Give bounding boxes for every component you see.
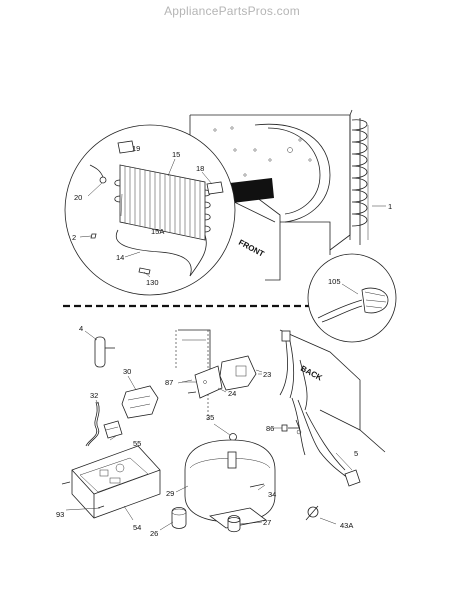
callout-14: 14 xyxy=(116,253,124,262)
callout-35: 35 xyxy=(206,413,214,422)
callout-54: 54 xyxy=(133,523,141,532)
callout-105: 105 xyxy=(328,277,341,286)
callout-2: 2 xyxy=(72,233,76,242)
part-54-drawing xyxy=(61,445,161,519)
callout-27: 27 xyxy=(263,518,271,527)
part-32-drawing xyxy=(85,401,100,447)
condenser-detail-circle xyxy=(64,124,236,296)
callout-24: 24 xyxy=(228,389,236,398)
part-30-drawing xyxy=(121,375,159,419)
watermark: AppliancePartsPros.com xyxy=(164,4,300,18)
callout-labels: 19 15 18 20 15A 2 14 130 1 105 4 30 87 2… xyxy=(56,144,392,538)
callout-86: 86 xyxy=(266,424,274,433)
callout-34: 34 xyxy=(268,490,276,499)
callout-19: 19 xyxy=(132,144,140,153)
callout-20: 20 xyxy=(74,193,82,202)
part-55-drawing xyxy=(103,420,123,439)
callout-87: 87 xyxy=(165,378,173,387)
callout-29: 29 xyxy=(166,489,174,498)
front-label: FRONT xyxy=(237,238,266,259)
cabinet-outline xyxy=(189,109,386,281)
callout-93: 93 xyxy=(56,510,64,519)
callout-30: 30 xyxy=(123,367,131,376)
callout-15: 15 xyxy=(172,150,180,159)
part-26-drawing xyxy=(171,507,187,529)
part-23-drawing xyxy=(219,355,263,391)
callout-15a: 15A xyxy=(151,227,164,236)
callout-1: 1 xyxy=(388,202,392,211)
callout-5: 5 xyxy=(354,449,358,458)
part-105-detail-circle xyxy=(307,253,397,343)
callout-130: 130 xyxy=(146,278,159,287)
leader-lines xyxy=(95,373,353,531)
callout-55: 55 xyxy=(133,439,141,448)
callout-23: 23 xyxy=(263,370,271,379)
callout-43a: 43A xyxy=(340,521,353,530)
callout-4: 4 xyxy=(79,324,83,333)
wire-harness xyxy=(279,330,361,487)
part-27-drawing xyxy=(227,515,263,533)
part-86-drawing xyxy=(281,424,300,432)
part-4-drawing xyxy=(84,330,115,368)
part-43a-drawing xyxy=(305,505,337,525)
part-24-drawing xyxy=(177,365,223,399)
callout-32: 32 xyxy=(90,391,98,400)
callout-26: 26 xyxy=(150,529,158,538)
part-35-drawing xyxy=(213,423,237,441)
callout-18: 18 xyxy=(196,164,204,173)
back-label: BACK xyxy=(299,364,324,383)
compressor-drawing xyxy=(175,439,276,529)
